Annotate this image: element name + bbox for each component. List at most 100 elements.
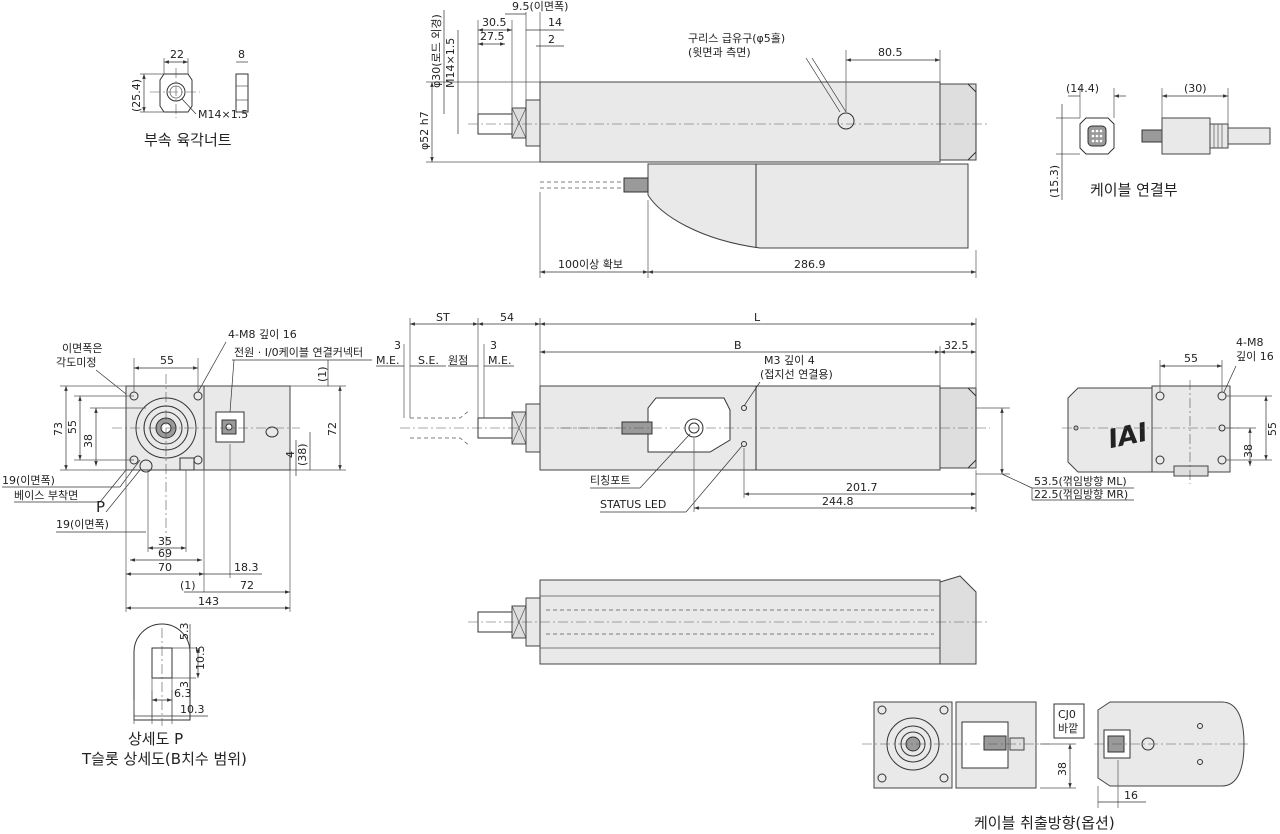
dim-19-width-a: 19(이면폭) <box>2 474 55 487</box>
dim-30: (30) <box>1184 82 1207 95</box>
dim-3-left: 3 <box>394 339 401 352</box>
dim-244-8: 244.8 <box>822 495 854 508</box>
nut-thread-label: M14×1.5 <box>198 108 248 121</box>
dim-54: 54 <box>500 311 514 324</box>
detail-p-caption: 상세도 P <box>128 730 183 748</box>
top-view-cable-plug <box>623 177 649 193</box>
cable-connection-view: (14.4) (30) (15.3) 케이블 연결부 <box>1048 82 1271 200</box>
detail-dim-3: 3 <box>178 681 191 688</box>
cable <box>1227 127 1271 145</box>
grease-port <box>837 112 855 130</box>
dim-body-dia: φ52 h7 <box>418 111 431 150</box>
dim-80-5: 80.5 <box>878 46 903 59</box>
rear-dim-55-horizontal: 55 <box>1184 352 1198 365</box>
dim-19-width-b: 19(이면폭) <box>56 518 109 531</box>
nut-width-label: 22 <box>170 48 184 61</box>
m3-note-line1: M3 깊이 4 <box>764 354 815 367</box>
dim-72-vertical: 72 <box>326 422 339 436</box>
mr-direction-label: 22.5(꺾임방향 MR) <box>1034 488 1128 501</box>
detail-dim-6-3: 6.3 <box>174 687 192 700</box>
dim-69: 69 <box>158 547 172 560</box>
hex-nut-view: 22 8 (25.4) M14×1.5 부속 육각너트 <box>130 48 249 149</box>
me-right-label: M.E. <box>488 354 511 367</box>
dim-1-top: (1) <box>316 366 329 382</box>
cable-option-view: CJ0 바깥 38 16 케이블 취출방향(옵션) <box>862 701 1250 832</box>
connector-note: 전원 · I/0케이블 연결커넥터 <box>234 346 363 359</box>
cj0-label-line2: 바깥 <box>1058 722 1078 735</box>
top-view-endcap <box>939 83 977 161</box>
dim-l: L <box>754 311 761 324</box>
dim-15-3: (15.3) <box>1048 165 1061 198</box>
dim-b: B <box>734 339 742 352</box>
ml-direction-label: 53.5(꺾임방향 ML) <box>1034 475 1127 488</box>
option-dim-38: 38 <box>1056 762 1069 776</box>
status-led-label: STATUS LED <box>600 498 666 511</box>
se-label: S.E. <box>418 354 439 367</box>
bottom-view-endcap <box>939 575 977 665</box>
top-view: 30.5 27.5 9.5(이면폭) 14 2 φ52 h7 φ30(로드 외경… <box>418 0 990 278</box>
dim-32-5: 32.5 <box>944 339 969 352</box>
m3-note-line2: (접지선 연결용) <box>760 368 833 381</box>
top-view-body <box>539 81 941 163</box>
t-slot-outline <box>133 623 191 721</box>
option-caption: 케이블 취출방향(옵션) <box>974 814 1115 832</box>
grease-note-line2: (윗면과 측면) <box>688 46 751 59</box>
dim-4: 4 <box>284 451 297 458</box>
cable-view-caption: 케이블 연결부 <box>1090 181 1178 199</box>
nut-caption: 부속 육각너트 <box>144 131 232 149</box>
bottom-view <box>468 575 990 665</box>
dim-18-3: 18.3 <box>234 561 259 574</box>
dim-rod-dia: φ30(로드 외경) <box>430 14 443 88</box>
detail-dim-5-3: 5.3 <box>178 623 191 641</box>
hex-nut-side <box>235 73 249 113</box>
dim-3-right: 3 <box>490 339 497 352</box>
detail-p-marker: P <box>96 498 105 516</box>
mount-hole-note: 4-M8 깊이 16 <box>228 328 297 341</box>
cj0-label-line1: CJ0 <box>1058 708 1076 721</box>
front-view: 이면폭은 각도미정 4-M8 깊이 16 전원 · I/0케이블 연결커넥터 5… <box>2 328 372 612</box>
dim-1-bottom: (1) <box>180 579 196 592</box>
dim-2: 2 <box>548 33 555 46</box>
controller-window <box>647 397 731 453</box>
base-surface-label: 베이스 부착면 <box>14 489 78 502</box>
origin-label: 원점 <box>448 354 468 367</box>
dim-100-clearance: 100이상 확보 <box>558 258 623 271</box>
dim-70: 70 <box>158 561 172 574</box>
width-across-note-line2: 각도미정 <box>56 356 96 369</box>
t-slot-marker <box>139 459 153 473</box>
dim-9-5: 9.5(이면폭) <box>512 0 568 13</box>
top-view-motor <box>647 163 969 249</box>
rear-holes-line2: 깊이 16 <box>1236 350 1274 363</box>
dim-35: 35 <box>158 535 172 548</box>
dim-st: ST <box>436 311 450 324</box>
option-dim-16: 16 <box>1124 789 1138 802</box>
dim-286-9: 286.9 <box>794 258 826 271</box>
cj0-box <box>1053 703 1085 739</box>
nut-height-label: (25.4) <box>130 79 143 112</box>
rear-view: IAI 55 4-M8 깊이 16 55 38 <box>1062 336 1279 484</box>
grease-note-line1: 구리스 급유구(φ5홀) <box>688 32 785 45</box>
dim-30-5: 30.5 <box>482 16 507 29</box>
teaching-port-label: 티칭포트 <box>590 474 630 487</box>
dim-143: 143 <box>198 595 219 608</box>
dim-14-4: (14.4) <box>1066 82 1099 95</box>
detail-dim-10-5: 10.5 <box>194 646 207 671</box>
dim-rod-thread: M14×1.5 <box>444 38 457 88</box>
side-view: ST 54 L B 32.5 3 M.E. S.E. 원점 3 M.E. M3 … <box>376 311 1134 513</box>
rear-dim-38: 38 <box>1242 444 1255 458</box>
dim-14: 14 <box>548 16 562 29</box>
dim-201-7: 201.7 <box>846 481 878 494</box>
dim-55-vertical: 55 <box>66 420 79 434</box>
cable-plug-pins <box>1141 129 1163 143</box>
status-led <box>741 441 747 447</box>
detail-dim-10-3: 10.3 <box>180 703 205 716</box>
nut-thickness-label: 8 <box>238 48 245 61</box>
dim-72: 72 <box>240 579 254 592</box>
rear-holes-line1: 4-M8 <box>1236 336 1263 349</box>
hex-nut-face <box>159 73 193 113</box>
detail-p-view: 5.3 10.5 3 6.3 10.3 상세도 P T슬롯 상세도(B치수 범위… <box>81 623 247 769</box>
dim-38-paren: (38) <box>296 443 309 466</box>
width-across-note-line1: 이면폭은 <box>62 342 102 355</box>
